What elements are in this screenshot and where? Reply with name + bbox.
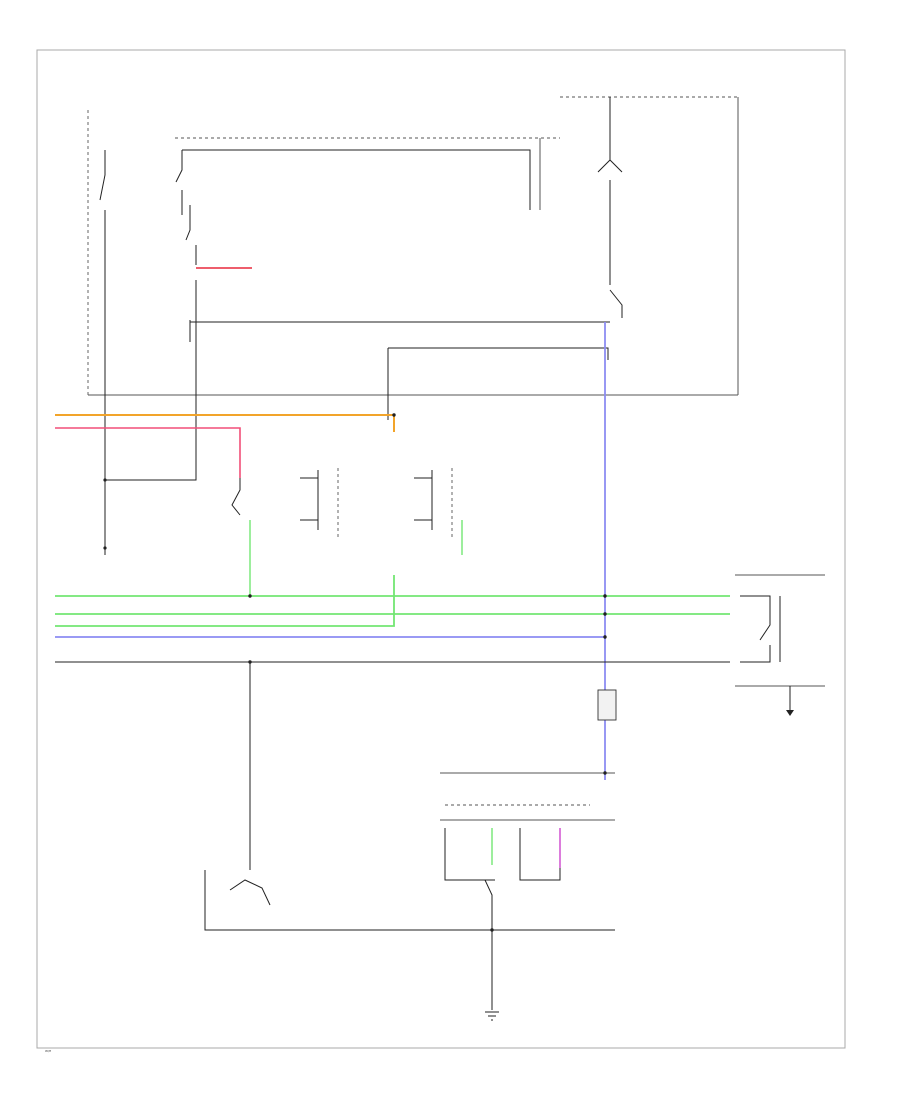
left-switch-column	[99, 149, 610, 555]
left-feed-wire	[105, 280, 197, 481]
junction-605-637	[603, 635, 607, 639]
lower-loop-right	[519, 828, 561, 881]
junction-left-548	[103, 546, 107, 550]
lower-left-switch	[229, 879, 271, 906]
ground-symbol	[485, 1011, 499, 1021]
right-module	[735, 574, 825, 716]
pink-switch	[231, 478, 241, 516]
right-upper-components	[387, 97, 623, 420]
junction-394-415	[392, 413, 396, 417]
page-code: W/H	[45, 1049, 51, 1053]
left-switch-blade	[99, 150, 106, 201]
wire-orange	[55, 414, 395, 432]
junction-250-596	[248, 594, 252, 598]
middle-switches	[231, 468, 453, 540]
switch-1-blade	[175, 150, 183, 183]
junction-605-773	[603, 771, 607, 775]
page-frame	[36, 49, 846, 1049]
upper-module	[87, 96, 739, 396]
junction-left-480	[103, 478, 107, 482]
lower-loop-left	[444, 828, 495, 881]
right-switch-lower	[740, 645, 771, 663]
bottom-return-wire	[204, 870, 615, 931]
top-loop-wire	[182, 149, 531, 210]
right-switch-upper	[740, 595, 771, 641]
junction-492-930	[490, 928, 494, 932]
switch-2-blade	[185, 205, 191, 241]
wire-pink	[55, 427, 241, 478]
fuse-symbol	[597, 159, 623, 173]
colored-wires	[55, 267, 730, 868]
lower-module	[204, 662, 617, 1010]
right-module-arrow	[786, 710, 794, 716]
junction-605-614	[603, 612, 607, 616]
right-relay-switch	[609, 289, 623, 318]
junction-605-596	[603, 594, 607, 598]
lower-stem	[484, 879, 493, 1010]
wire-green-3	[55, 575, 395, 627]
relay-box	[597, 689, 617, 721]
relay-coil-wire	[388, 347, 609, 360]
